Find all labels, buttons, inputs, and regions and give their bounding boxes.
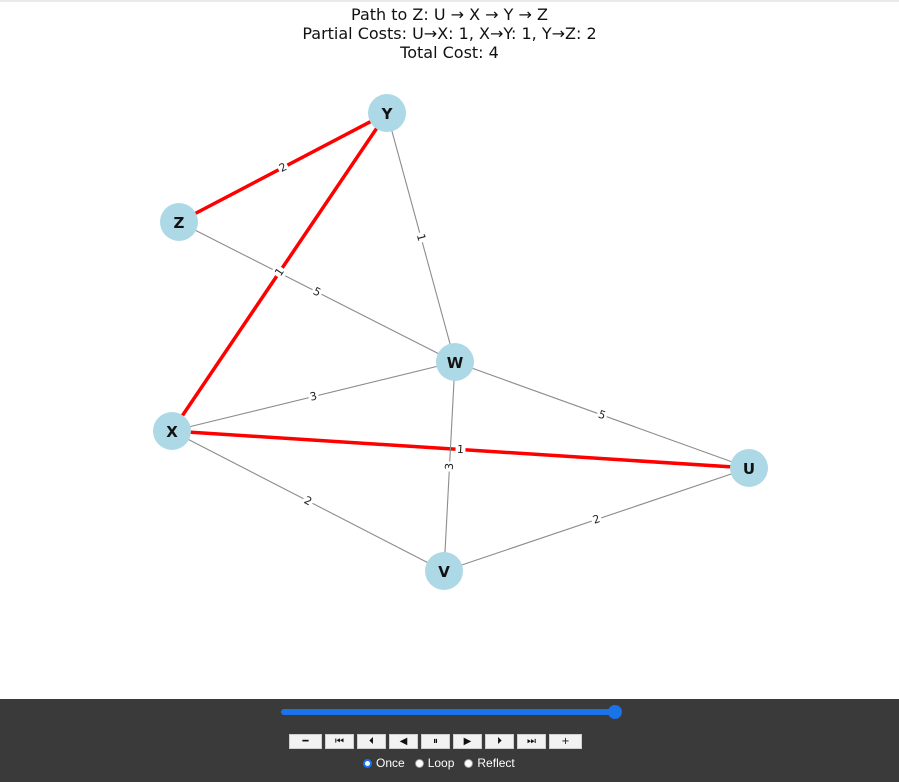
edge-weight-v-u: 2 — [589, 511, 604, 528]
edge-weight-z-y: 2 — [275, 158, 291, 177]
edge-labels-layer: 2 1 1 1 5 3 5 3 2 2 — [270, 158, 610, 528]
node-label-u: U — [743, 460, 755, 478]
edge-weight-w-v: 3 — [442, 461, 457, 472]
edge-weight-text: 1 — [414, 232, 428, 242]
edge-weight-text: 1 — [457, 443, 465, 456]
frame-slider[interactable] — [281, 705, 622, 719]
top-border — [0, 0, 899, 2]
edge-weight-background — [442, 461, 457, 472]
step-back-icon: ⏴ — [369, 735, 374, 747]
animation-controls: ━ ⏮ ⏴ ◀ ⏸ ▶ ⏵ ⏭ + Once Loop Reflect — [0, 699, 899, 782]
edge-weight-background — [306, 388, 321, 405]
radio-loop[interactable] — [414, 758, 424, 768]
first-frame-button[interactable]: ⏮ — [325, 734, 354, 749]
title-path: Path to Z: U → X → Y → Z — [351, 5, 548, 24]
radio-reflect[interactable] — [464, 758, 474, 768]
node-w — [436, 343, 474, 381]
node-x — [153, 412, 191, 450]
next-frame-button[interactable]: ⏵ — [485, 734, 514, 749]
edge-weight-x-w: 3 — [306, 388, 321, 405]
figure-title: Path to Z: U → X → Y → Z Partial Costs: … — [0, 5, 899, 62]
mode-label-loop: Loop — [427, 756, 455, 770]
edge-weight-background — [300, 492, 316, 510]
playback-buttons: ━ ⏮ ⏴ ◀ ⏸ ▶ ⏵ ⏭ + — [289, 734, 582, 750]
node-u — [730, 449, 768, 487]
title-partial-costs: Partial Costs: U→X: 1, X→Y: 1, Y→Z: 2 — [302, 24, 597, 43]
mode-once[interactable]: Once — [363, 756, 405, 770]
previous-frame-button[interactable]: ⏴ — [357, 734, 386, 749]
edge-weight-x-v: 2 — [300, 492, 316, 510]
minus-icon: ━ — [302, 735, 309, 747]
edge-weight-x-u: 1 — [455, 442, 466, 457]
mode-label-once: Once — [376, 756, 405, 770]
edge-weight-background — [309, 283, 325, 301]
play-button[interactable]: ▶ — [453, 734, 482, 749]
faster-button[interactable]: + — [549, 734, 582, 749]
skip-last-icon: ⏭ — [527, 735, 536, 747]
edge-weight-background — [589, 511, 604, 528]
loop-mode-options: Once Loop Reflect — [363, 756, 515, 770]
edge-weight-background — [275, 158, 291, 177]
edge-weight-background — [412, 230, 430, 245]
title-total-cost: Total Cost: 4 — [400, 43, 499, 62]
node-label-y: Y — [381, 105, 394, 123]
reverse-icon: ◀ — [399, 735, 408, 747]
skip-first-icon: ⏮ — [335, 735, 344, 747]
step-forward-icon: ⏵ — [497, 735, 502, 747]
mode-loop[interactable]: Loop — [414, 756, 455, 770]
pause-button[interactable]: ⏸ — [421, 734, 450, 749]
edge-weight-text: 3 — [443, 463, 456, 471]
slower-button[interactable]: ━ — [289, 734, 322, 749]
edge-weight-w-u: 5 — [594, 406, 610, 424]
edge-weight-x-y: 1 — [270, 263, 289, 281]
pause-icon: ⏸ — [433, 735, 438, 747]
last-frame-button[interactable]: ⏭ — [517, 734, 546, 749]
radio-once[interactable] — [363, 758, 372, 768]
node-label-w: W — [447, 354, 464, 372]
slider-thumb[interactable] — [608, 705, 622, 719]
mode-label-reflect: Reflect — [477, 756, 515, 770]
node-label-x: X — [166, 423, 178, 441]
plus-icon: + — [561, 735, 570, 747]
edge-weight-z-w: 5 — [309, 283, 325, 301]
play-reverse-button[interactable]: ◀ — [389, 734, 418, 749]
edge-weight-background — [594, 406, 610, 424]
edge-weight-text: 3 — [309, 389, 319, 403]
node-v — [425, 552, 463, 590]
nodes-layer: Y Z W X U V — [153, 94, 768, 590]
edges-layer — [170, 111, 750, 572]
edge-weight-text: 2 — [591, 512, 602, 527]
graph-canvas: 2 1 1 1 5 3 5 3 2 2 Y Z W X U V — [153, 94, 768, 590]
edge-weight-background — [455, 442, 466, 457]
node-label-v: V — [438, 563, 450, 581]
edge-weight-y-w: 1 — [412, 230, 430, 245]
node-y — [368, 94, 406, 132]
node-z — [160, 203, 198, 241]
play-icon: ▶ — [463, 735, 472, 747]
mode-reflect[interactable]: Reflect — [464, 756, 515, 770]
edge-weight-background — [270, 263, 289, 281]
edge-weight-text: 5 — [597, 408, 608, 423]
node-label-z: Z — [174, 214, 185, 232]
